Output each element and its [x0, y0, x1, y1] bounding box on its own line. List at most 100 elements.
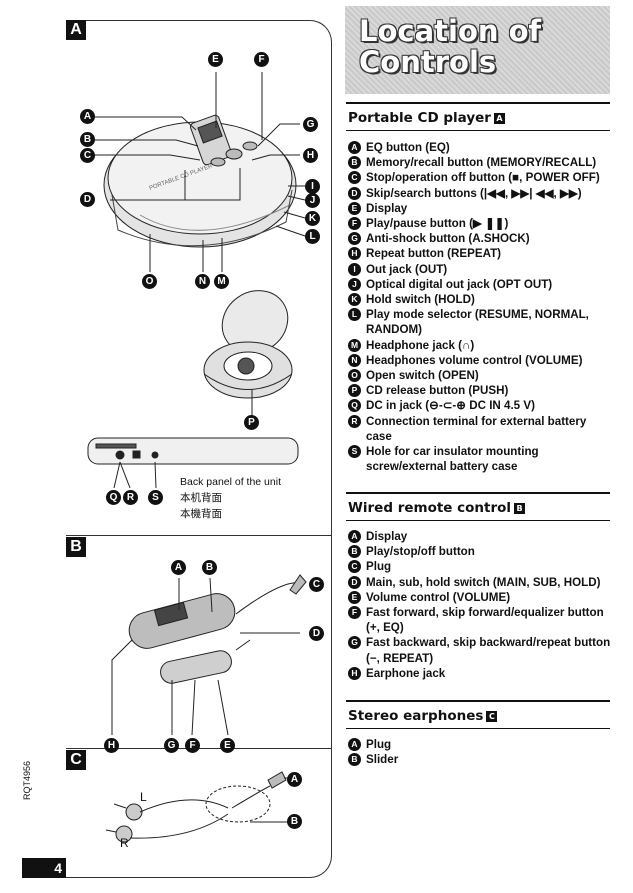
callout-h: H: [303, 148, 318, 163]
list-item: B Slider: [348, 752, 613, 767]
item-text: Repeat button (REPEAT): [366, 247, 502, 261]
section-divider: [66, 535, 332, 536]
item-marker: E: [348, 590, 361, 604]
item-marker: A: [348, 141, 361, 154]
callout-m: M: [214, 274, 229, 289]
list-item: E Volume control (VOLUME): [348, 590, 613, 605]
item-text: Plug: [366, 738, 392, 751]
callout-d: D: [80, 192, 95, 207]
list-item: O Open switch (OPEN): [348, 368, 613, 383]
list-item: A Plug: [348, 737, 613, 752]
item-text: Headphone jack (∩): [366, 338, 475, 352]
item-marker: F: [348, 217, 361, 231]
callout-q: Q: [106, 490, 121, 505]
title-banner: Location of Controls: [345, 6, 610, 94]
callout-b-c: C: [309, 577, 324, 592]
item-text: Earphone jack: [366, 666, 446, 680]
callout-b-e: E: [220, 738, 235, 753]
item-marker: J: [348, 277, 361, 291]
callout-i: I: [305, 179, 320, 194]
item-text: Memory/recall button (MEMORY/RECALL): [366, 156, 597, 170]
item-marker: B: [348, 545, 361, 559]
list-item: G Fast backward, skip backward/repeat but…: [348, 635, 613, 665]
callout-e: E: [208, 52, 223, 67]
item-marker: C: [348, 560, 361, 574]
item-text: Stop/operation off button (■, POWER OFF): [366, 171, 600, 185]
callout-k: K: [305, 211, 320, 226]
item-marker: B: [348, 156, 361, 170]
item-text: Optical digital out jack (OPT OUT): [366, 277, 553, 291]
item-marker: O: [348, 369, 361, 383]
list-item: F Play/pause button (▶ ❚❚): [348, 216, 613, 231]
earphone-right-label: R: [120, 836, 129, 850]
callout-b: B: [80, 132, 95, 147]
callout-p: P: [244, 415, 259, 430]
item-marker: G: [348, 232, 361, 246]
item-marker: L: [348, 308, 361, 322]
item-marker: K: [348, 293, 361, 307]
list-item: A Display: [348, 529, 613, 544]
item-text: Display: [366, 530, 408, 543]
callout-c-b: B: [287, 814, 302, 829]
item-text: Slider: [366, 753, 399, 767]
list-item: J Optical digital out jack (OPT OUT): [348, 277, 613, 292]
section-c-marker: C: [66, 750, 86, 770]
item-marker: S: [348, 445, 361, 459]
item-marker: B: [348, 753, 361, 767]
callout-j: J: [305, 193, 320, 208]
item-text: Fast forward, skip forward/equalizer but…: [366, 606, 604, 635]
item-text: Display: [366, 201, 408, 215]
callout-g: G: [303, 117, 318, 132]
item-marker: N: [348, 353, 361, 367]
list-item: C Plug: [348, 559, 613, 574]
item-marker: A: [348, 738, 361, 751]
item-text: Volume control (VOLUME): [366, 590, 511, 604]
callout-b-d: D: [309, 626, 324, 641]
item-text: Anti-shock button (A.SHOCK): [366, 232, 530, 246]
item-marker: H: [348, 247, 361, 261]
list-item: G Anti-shock button (A.SHOCK): [348, 231, 613, 246]
item-text: Play/pause button (▶ ❚❚): [366, 217, 509, 231]
remote-illustration: [128, 574, 307, 684]
callout-a: A: [80, 109, 95, 124]
item-marker: R: [348, 414, 361, 428]
callout-l: L: [305, 229, 320, 244]
item-text: Fast backward, skip backward/repeat butt…: [366, 636, 611, 665]
item-marker: D: [348, 575, 361, 589]
back-panel-caption: Back panel of the unit 本机背面 本機背面: [180, 476, 281, 520]
callout-o: O: [142, 274, 157, 289]
list-item: C Stop/operation off button (■, POWER OFF…: [348, 170, 613, 185]
item-text: Plug: [366, 560, 392, 574]
item-marker: Q: [348, 399, 361, 413]
item-marker: G: [348, 636, 361, 650]
item-marker: C: [348, 171, 361, 185]
item-marker: A: [348, 530, 361, 543]
item-marker: E: [348, 201, 361, 215]
item-text: Connection terminal for external battery…: [366, 414, 587, 443]
item-text: Open switch (OPEN): [366, 369, 479, 383]
earphone-left-label: L: [140, 790, 147, 804]
item-marker: H: [348, 666, 361, 680]
list-item: H Earphone jack: [348, 666, 613, 681]
item-text: Skip/search buttons (|◀◀, ▶▶| ◀◀, ▶▶): [366, 186, 582, 200]
document-id: RQT4956: [22, 760, 32, 800]
callout-c-a: A: [287, 772, 302, 787]
page-number: 4: [22, 858, 66, 878]
callout-b-f: F: [185, 738, 200, 753]
section-a-marker: A: [66, 20, 86, 40]
item-text: Out jack (OUT): [366, 262, 448, 276]
